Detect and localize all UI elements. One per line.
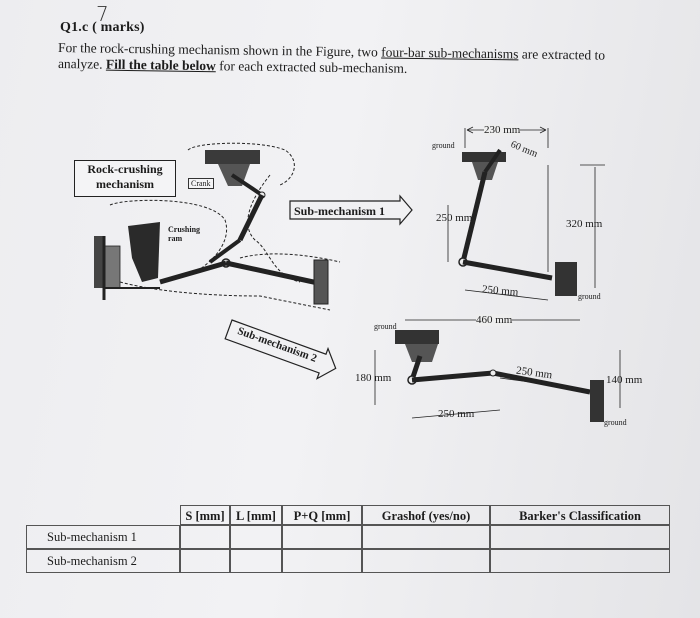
sub-mechanism-2-drawing xyxy=(374,319,621,422)
row-label-sub2: Sub-mechanism 2 xyxy=(26,549,180,573)
question-title: Q1.c ( marks) xyxy=(60,20,145,36)
sub1-dim-250-left: 250 mm xyxy=(436,212,473,224)
sub2-dim-180: 180 mm xyxy=(355,372,392,384)
sub2-dim-140: 140 mm xyxy=(606,374,643,386)
header-barker: Barker's Classification xyxy=(490,505,670,525)
sub1-dim-320: 320 mm xyxy=(566,218,603,230)
cell-sub1-barker[interactable] xyxy=(490,525,670,549)
title-suffix: marks) xyxy=(96,20,145,35)
sub1-ground-right: ground xyxy=(578,292,601,301)
crank-label: Crank xyxy=(188,178,214,189)
sub1-arrow-shape xyxy=(289,194,413,226)
cell-sub1-s[interactable] xyxy=(180,525,230,549)
header-blank xyxy=(26,505,180,525)
cell-sub1-grashof[interactable] xyxy=(362,525,490,549)
sub2-ground-right: ground xyxy=(604,418,627,427)
rock-crushing-drawing xyxy=(94,142,341,311)
handwritten-marks: 7 xyxy=(96,2,109,26)
sub1-ground-top: ground xyxy=(432,141,455,150)
mechanism-figure xyxy=(94,126,621,422)
sub2-dim-250-bottom: 250 mm xyxy=(438,408,475,420)
cell-sub2-s[interactable] xyxy=(180,549,230,573)
sub2-dim-460: 460 mm xyxy=(476,314,513,326)
sub1-dim-230: 230 mm xyxy=(484,124,521,136)
header-pq: P+Q [mm] xyxy=(282,505,362,525)
rock-crushing-label: Rock-crushing mechanism xyxy=(74,160,176,197)
sub2-ground-top: ground xyxy=(374,322,397,331)
header-grashof: Grashof (yes/no) xyxy=(362,505,490,525)
cell-sub1-pq[interactable] xyxy=(282,525,362,549)
cell-sub2-barker[interactable] xyxy=(490,549,670,573)
cell-sub2-grashof[interactable] xyxy=(362,549,490,573)
cell-sub2-l[interactable] xyxy=(230,549,282,573)
cell-sub1-l[interactable] xyxy=(230,525,282,549)
row-label-sub1: Sub-mechanism 1 xyxy=(26,525,180,549)
crushing-ram-label: Crushing ram xyxy=(168,225,201,243)
title-prefix: Q1.c ( xyxy=(60,20,97,35)
header-s: S [mm] xyxy=(180,505,230,525)
sub1-arrow-label: Sub-mechanism 1 xyxy=(294,204,386,218)
sub-mechanism-1-drawing xyxy=(447,126,605,301)
cell-sub2-pq[interactable] xyxy=(282,549,362,573)
sub2-arrow-shape xyxy=(224,319,337,380)
answer-table: S [mm] L [mm] P+Q [mm] Grashof (yes/no) … xyxy=(26,505,670,575)
header-l: L [mm] xyxy=(230,505,282,525)
